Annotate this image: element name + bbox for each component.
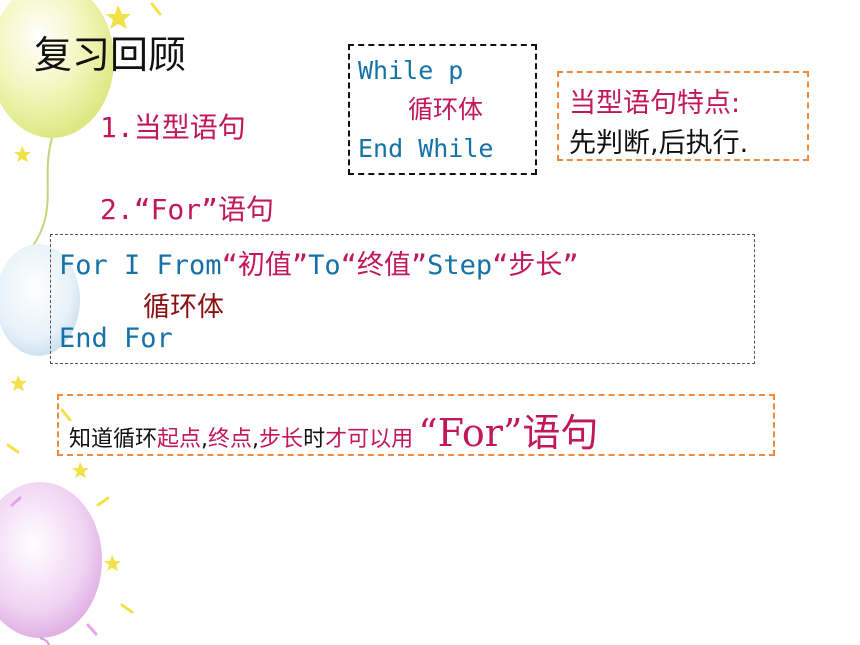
usage-note: 知道循环起点,终点,步长时才可以用 “For”语句	[69, 402, 598, 457]
feature-title: 当型语句特点:	[569, 88, 741, 119]
note-emphasis: “For”语句	[418, 411, 599, 455]
code-line: While p	[358, 56, 464, 85]
code-keyword: For I From	[59, 250, 222, 281]
feature-note-box: 当型语句特点: 先判断,后执行.	[557, 71, 809, 161]
while-code-box: While p 循环体 End While	[348, 44, 537, 175]
usage-note-box: 知道循环起点,终点,步长时才可以用 “For”语句	[57, 394, 775, 456]
code-line: For I From“初值”To“终值”Step“步长”	[59, 243, 579, 282]
note-fragment: 起点	[157, 427, 202, 452]
code-line: End For	[59, 323, 173, 354]
feature-text: 先判断,后执行.	[569, 128, 749, 159]
list-item-while: 1.当型语句	[100, 111, 246, 144]
note-fragment: 知道循环	[69, 427, 158, 452]
code-keyword: Step	[427, 250, 493, 281]
note-fragment: 时	[303, 427, 326, 452]
list-item-for: 2.“For”语句	[100, 193, 275, 226]
slide-title: 复习回顾	[34, 33, 187, 77]
code-param: “终值”	[340, 250, 428, 281]
note-fragment: ,	[252, 427, 260, 452]
code-keyword: To	[308, 250, 341, 281]
code-line: End While	[358, 134, 494, 163]
code-param: “初值”	[221, 250, 309, 281]
note-fragment: ,	[201, 427, 209, 452]
for-code-box: For I From“初值”To“终值”Step“步长” 循环体 End For	[50, 234, 755, 364]
note-fragment: 才可以用	[325, 427, 414, 452]
code-line-body: 循环体	[408, 95, 484, 124]
code-param: “步长”	[492, 250, 579, 281]
note-fragment: 步长	[259, 427, 304, 452]
code-line-body: 循环体	[143, 292, 224, 323]
note-fragment: 终点	[208, 427, 253, 452]
